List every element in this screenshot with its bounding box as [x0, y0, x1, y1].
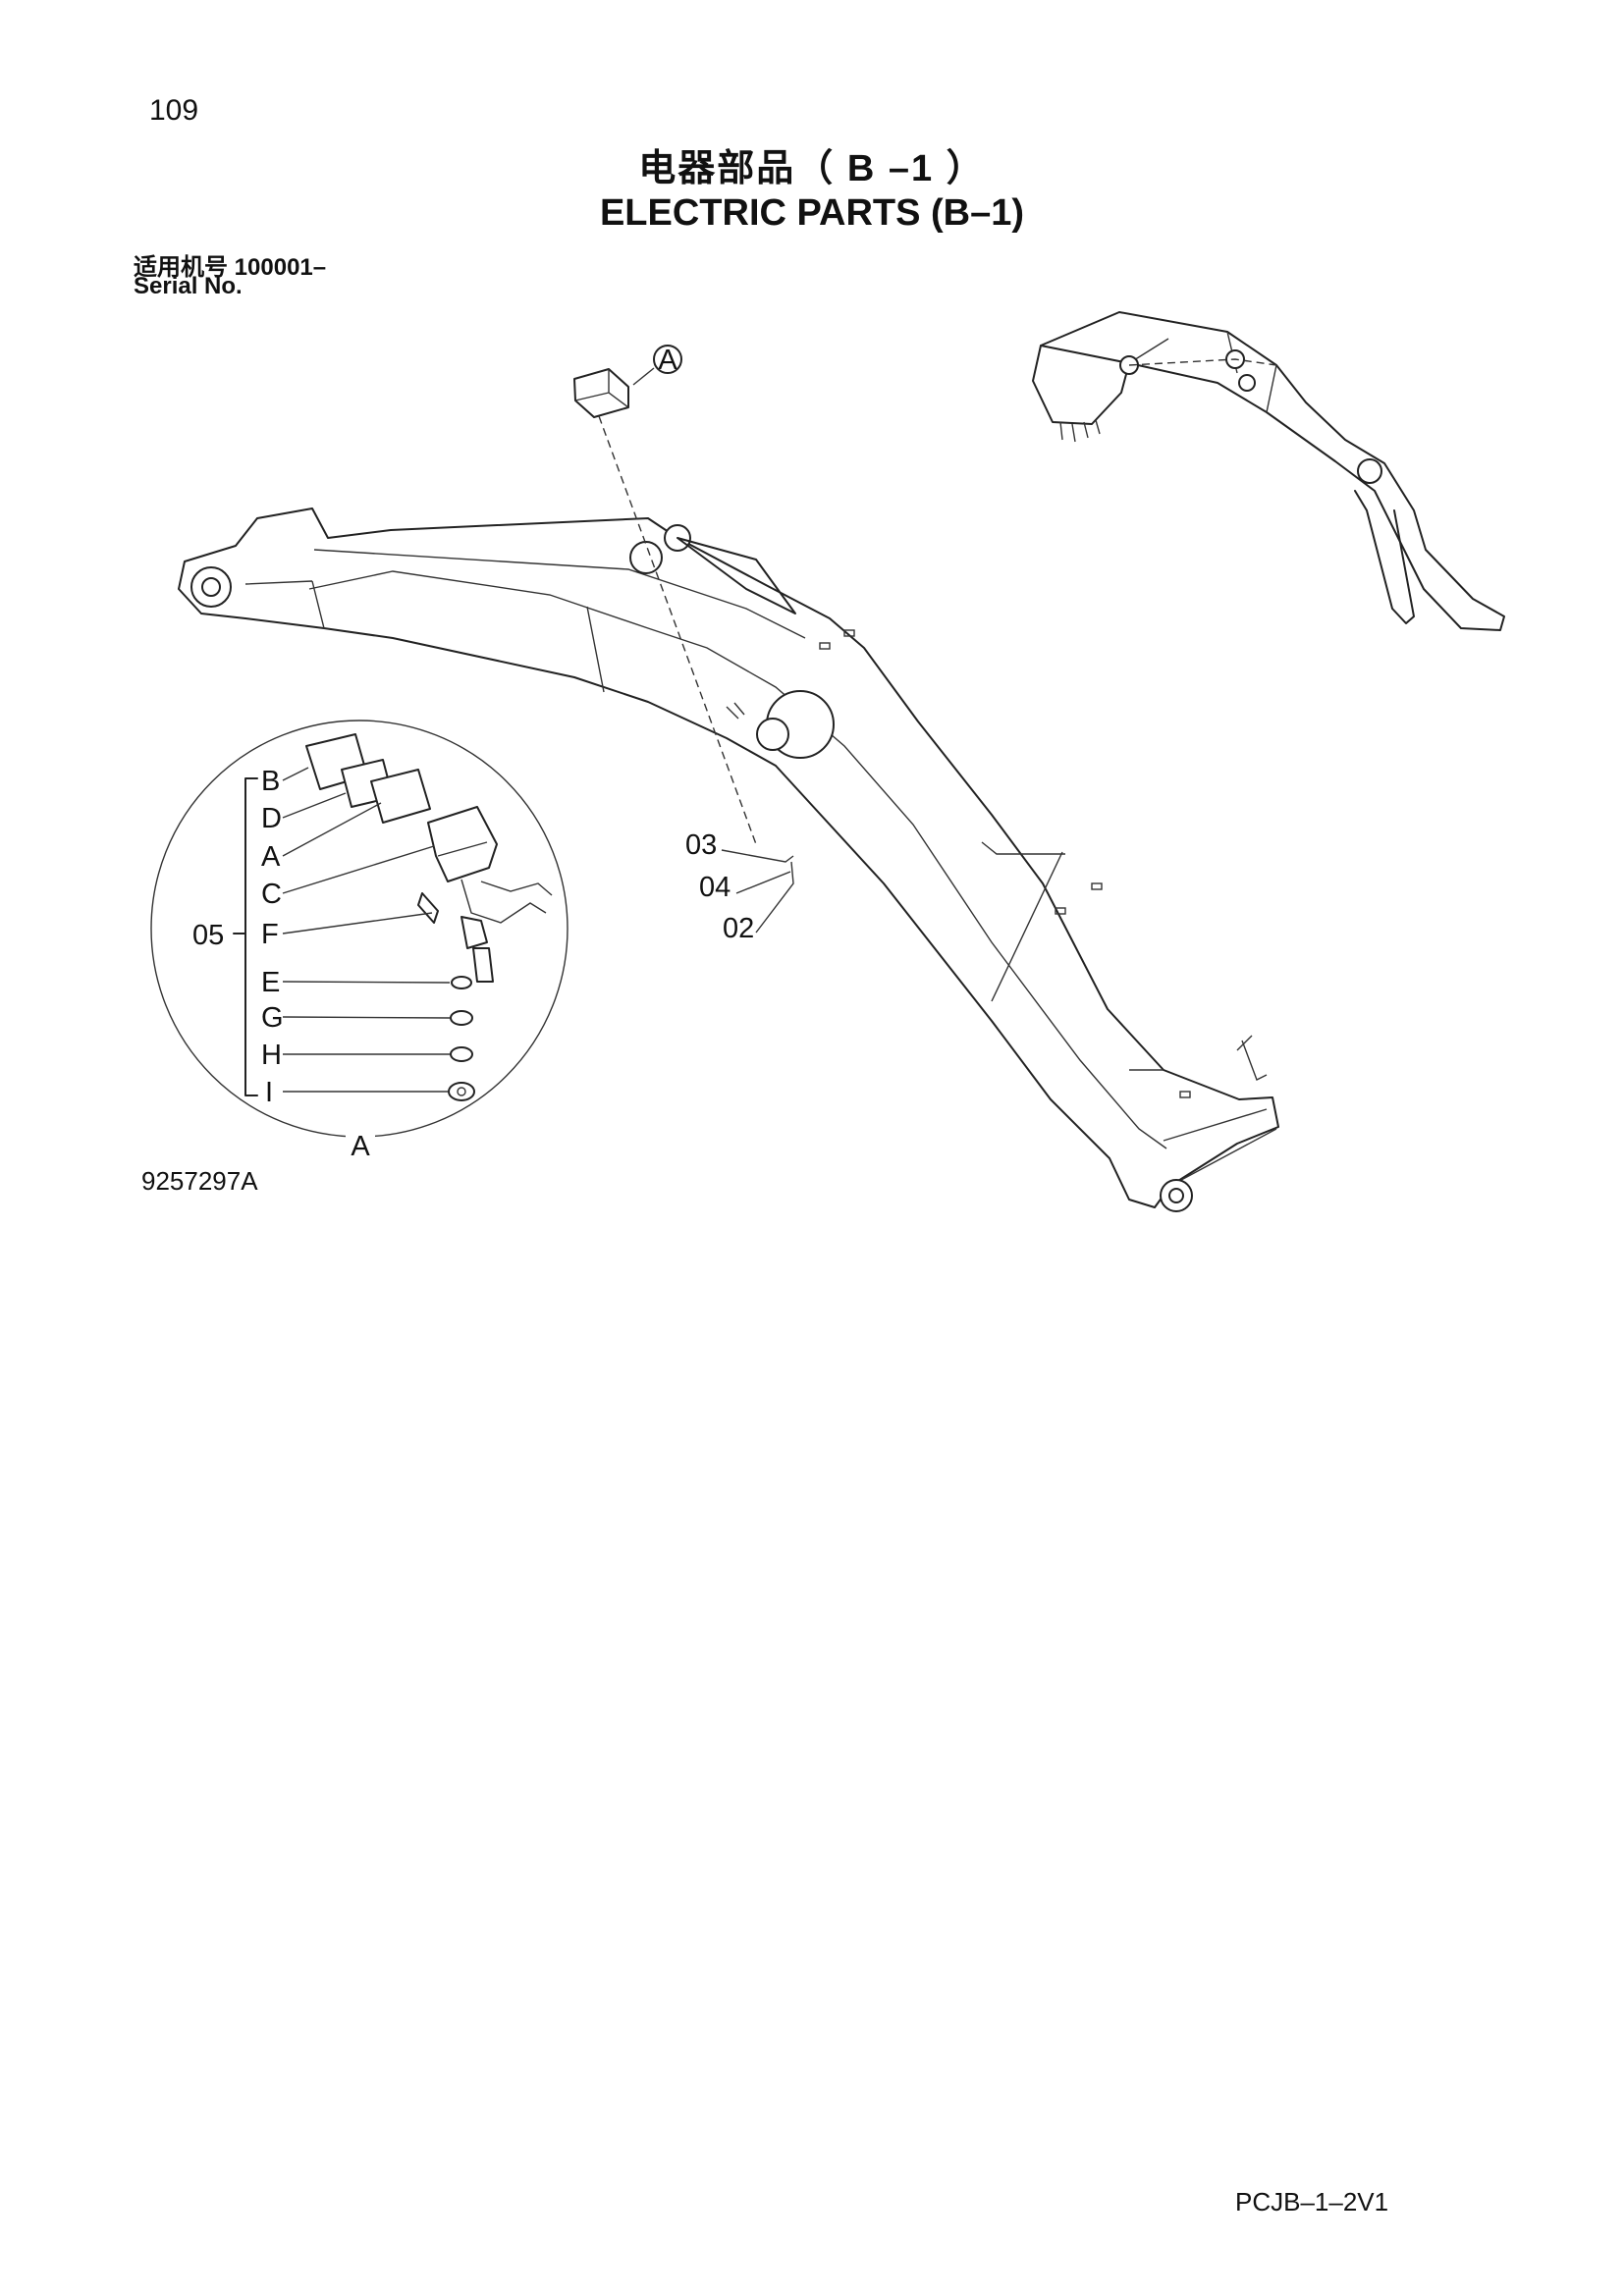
callout-a-label: A [658, 345, 677, 376]
part-03-label: 03 [685, 829, 717, 861]
detail-a: 05 B D A C F E G [150, 720, 568, 1162]
page-title-english: ELECTRIC PARTS (B–1) [599, 192, 1025, 234]
detail-item-g: G [261, 1002, 284, 1034]
page-number: 109 [149, 94, 199, 127]
part-02-label: 02 [723, 913, 754, 944]
detail-item-b: B [261, 766, 280, 797]
boom-body [178, 507, 1279, 1212]
detail-item-e: E [261, 967, 280, 998]
detail-item-f: F [261, 919, 279, 950]
document-code: PCJB–1–2V1 [1235, 2187, 1389, 2216]
serial-cn-label: 适用机号 [134, 254, 228, 281]
detail-item-h: H [261, 1040, 282, 1071]
detail-item-c: C [261, 879, 282, 910]
detail-item-a: A [261, 841, 281, 873]
page-title-chinese: 电器部品（ B –1 ） [638, 148, 986, 189]
inset-front-attachment [1032, 311, 1505, 631]
serial-label-chinese: 适用机号 100001– [134, 247, 326, 282]
work-light-callout: A [573, 345, 757, 845]
detail-item-d: D [261, 803, 282, 834]
serial-label-english: Serial No. [134, 273, 243, 299]
part-leaders: 03 04 02 [685, 829, 794, 944]
drawing-number: 9257297A [141, 1166, 258, 1196]
detail-title: A [351, 1131, 370, 1162]
group-05-label: 05 [192, 920, 224, 951]
detail-item-i: I [265, 1077, 273, 1108]
serial-number: 100001– [234, 254, 327, 281]
part-04-label: 04 [699, 872, 731, 903]
